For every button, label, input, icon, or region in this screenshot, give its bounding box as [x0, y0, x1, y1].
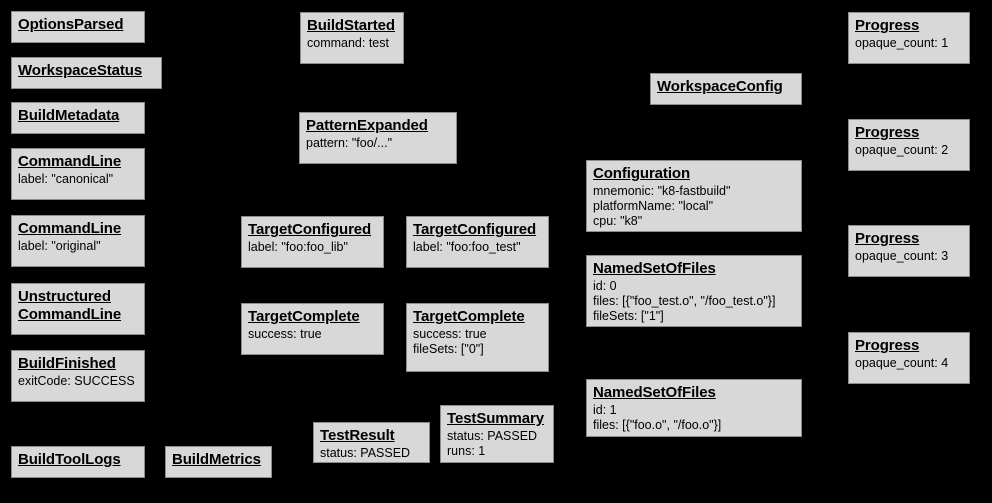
node-field: label: "canonical" [18, 172, 114, 186]
node-unstructured-command-line[interactable]: Unstructured CommandLine [11, 283, 145, 335]
node-field: opaque_count: 4 [855, 356, 949, 370]
node-target-configured-foo-test[interactable]: TargetConfigured label: "foo:foo_test" [406, 216, 549, 268]
node-title: TestSummary [447, 410, 544, 427]
node-field: files: [{"foo.o", "/foo.o"}] [593, 418, 722, 432]
node-fields: command: test [307, 36, 397, 51]
node-fields: exitCode: SUCCESS [18, 374, 138, 389]
node-target-configured-foo-lib[interactable]: TargetConfigured label: "foo:foo_lib" [241, 216, 384, 268]
node-title: TestResult [320, 427, 395, 444]
node-field: fileSets: ["1"] [593, 309, 664, 323]
node-title: BuildMetadata [18, 107, 120, 124]
node-title: PatternExpanded [306, 117, 428, 134]
node-fields: opaque_count: 4 [855, 356, 963, 371]
node-field: files: [{"foo_test.o", "/foo_test.o"}] [593, 294, 776, 308]
node-pattern-expanded[interactable]: PatternExpanded pattern: "foo/..." [299, 112, 457, 164]
node-title: BuildFinished [18, 355, 116, 372]
node-title: WorkspaceStatus [18, 62, 143, 79]
node-title: WorkspaceConfig [657, 78, 783, 95]
node-workspace-config[interactable]: WorkspaceConfig [650, 73, 802, 105]
node-title: BuildStarted [307, 17, 395, 34]
node-target-complete-lib[interactable]: TargetComplete success: true [241, 303, 384, 355]
node-test-result[interactable]: TestResult status: PASSED [313, 422, 430, 463]
node-field: runs: 1 [447, 444, 486, 458]
node-title: NamedSetOfFiles [593, 384, 716, 401]
node-field: pattern: "foo/..." [306, 136, 393, 150]
node-field: exitCode: SUCCESS [18, 374, 135, 388]
node-fields: opaque_count: 1 [855, 36, 963, 51]
node-field: success: true [413, 327, 487, 341]
node-progress-2[interactable]: Progress opaque_count: 2 [848, 119, 970, 171]
node-field: fileSets: ["0"] [413, 342, 484, 356]
node-build-tool-logs[interactable]: BuildToolLogs [11, 446, 145, 478]
node-fields: opaque_count: 2 [855, 143, 963, 158]
node-fields: label: "canonical" [18, 172, 138, 187]
node-title: Unstructured CommandLine [18, 288, 122, 323]
node-build-started[interactable]: BuildStarted command: test [300, 12, 404, 64]
node-fields: label: "original" [18, 239, 138, 254]
node-command-line-canonical[interactable]: CommandLine label: "canonical" [11, 148, 145, 200]
node-fields: pattern: "foo/..." [306, 136, 450, 151]
node-title: NamedSetOfFiles [593, 260, 716, 277]
node-field: opaque_count: 2 [855, 143, 949, 157]
node-title: Progress [855, 17, 920, 34]
node-title: TargetComplete [248, 308, 360, 325]
node-title: Configuration [593, 165, 691, 182]
node-progress-3[interactable]: Progress opaque_count: 3 [848, 225, 970, 277]
node-progress-4[interactable]: Progress opaque_count: 4 [848, 332, 970, 384]
node-field: platformName: "local" [593, 199, 714, 213]
node-title: CommandLine [18, 220, 122, 237]
node-field: opaque_count: 1 [855, 36, 949, 50]
node-field: id: 1 [593, 403, 617, 417]
node-title: BuildToolLogs [18, 451, 121, 468]
node-title: BuildMetrics [172, 451, 261, 468]
node-build-metadata[interactable]: BuildMetadata [11, 102, 145, 134]
node-field: status: PASSED [320, 446, 411, 460]
node-field: command: test [307, 36, 389, 50]
node-fields: opaque_count: 3 [855, 249, 963, 264]
node-field: label: "original" [18, 239, 101, 253]
node-title: OptionsParsed [18, 16, 124, 33]
node-title: Progress [855, 124, 920, 141]
node-command-line-original[interactable]: CommandLine label: "original" [11, 215, 145, 267]
node-options-parsed[interactable]: OptionsParsed [11, 11, 145, 43]
node-title: Progress [855, 230, 920, 247]
node-fields: label: "foo:foo_lib" [248, 240, 377, 255]
node-title: TargetConfigured [413, 221, 537, 238]
node-field: id: 0 [593, 279, 617, 293]
node-title: TargetComplete [413, 308, 525, 325]
node-fields: status: PASSED [320, 446, 423, 461]
node-field: status: PASSED [447, 429, 538, 443]
node-title: TargetConfigured [248, 221, 372, 238]
node-field: label: "foo:foo_test" [413, 240, 521, 254]
node-build-finished[interactable]: BuildFinished exitCode: SUCCESS [11, 350, 145, 402]
node-field: cpu: "k8" [593, 214, 643, 228]
node-workspace-status[interactable]: WorkspaceStatus [11, 57, 162, 89]
node-title: CommandLine [18, 153, 122, 170]
node-field: success: true [248, 327, 322, 341]
node-field: opaque_count: 3 [855, 249, 949, 263]
node-fields: label: "foo:foo_test" [413, 240, 542, 255]
node-fields: mnemonic: "k8-fastbuild"platformName: "l… [593, 184, 795, 229]
node-configuration[interactable]: Configuration mnemonic: "k8-fastbuild"pla… [586, 160, 802, 232]
node-progress-1[interactable]: Progress opaque_count: 1 [848, 12, 970, 64]
node-field: mnemonic: "k8-fastbuild" [593, 184, 731, 198]
node-title: Progress [855, 337, 920, 354]
node-build-metrics[interactable]: BuildMetrics [165, 446, 272, 478]
node-field: label: "foo:foo_lib" [248, 240, 348, 254]
node-fields: success: true [248, 327, 377, 342]
